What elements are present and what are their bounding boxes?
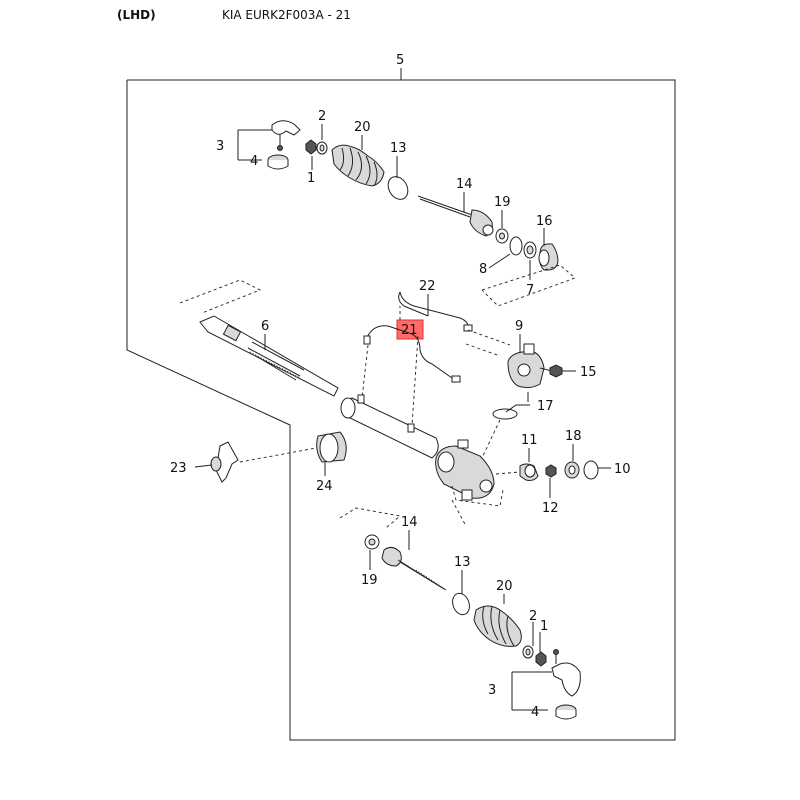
- variant-label: (LHD): [117, 8, 156, 22]
- callout-23: 23: [170, 461, 187, 476]
- lock-washer-lower[interactable]: [364, 534, 380, 550]
- callout-14-upper: 14: [456, 177, 473, 192]
- callout-24: 24: [316, 479, 333, 494]
- steering-rack-6[interactable]: [199, 315, 339, 397]
- bellows-boot-lower[interactable]: [473, 605, 522, 647]
- callout-16: 16: [536, 214, 553, 229]
- callout-22: 22: [419, 279, 436, 294]
- callout-1-lower: 1: [540, 619, 548, 634]
- tie-rod-end-lower[interactable]: [551, 649, 581, 697]
- callout-20-lower: 20: [496, 579, 513, 594]
- mounting-bushing-24[interactable]: [316, 431, 347, 463]
- washer-lower[interactable]: [522, 645, 534, 659]
- return-pipe-21[interactable]: [363, 325, 461, 383]
- inner-tie-rod-upper[interactable]: [417, 195, 494, 237]
- dust-cap-lower[interactable]: [555, 704, 577, 720]
- catalog-code: KIA EURK2F003A - 21: [222, 8, 351, 22]
- callout-3-upper: 3: [216, 139, 224, 154]
- callout-21: 21: [401, 323, 418, 338]
- bolt-15[interactable]: [549, 364, 563, 378]
- callout-20-upper: 20: [354, 120, 371, 135]
- callout-6: 6: [261, 319, 269, 334]
- yoke-plug-18[interactable]: [564, 461, 580, 479]
- seal-ring-10[interactable]: [583, 460, 599, 480]
- inner-tie-rod-lower[interactable]: [381, 546, 447, 591]
- callout-15: 15: [580, 365, 597, 380]
- callout-5: 5: [396, 53, 404, 68]
- control-valve-9[interactable]: [507, 343, 557, 402]
- callout-13-lower: 13: [454, 555, 471, 570]
- rack-housing-tube[interactable]: [340, 394, 439, 459]
- callout-10: 10: [614, 462, 631, 477]
- callout-11: 11: [521, 433, 538, 448]
- gear-housing[interactable]: [435, 439, 495, 501]
- callout-12: 12: [542, 501, 559, 516]
- callout-19-lower: 19: [361, 573, 378, 588]
- callout-19-upper: 19: [494, 195, 511, 210]
- nut-upper[interactable]: [305, 139, 317, 155]
- bellows-boot-upper[interactable]: [331, 144, 385, 187]
- callout-1-upper: 1: [307, 171, 315, 186]
- callout-9: 9: [515, 319, 523, 334]
- washer-7[interactable]: [523, 241, 537, 259]
- clamp-ring-lower[interactable]: [450, 591, 473, 617]
- lock-nut-12[interactable]: [545, 464, 557, 478]
- callout-7: 7: [526, 283, 534, 298]
- callout-8: 8: [479, 262, 487, 277]
- callout-14-lower: 14: [401, 515, 418, 530]
- assembly-frame: [126, 79, 676, 741]
- callout-13-upper: 13: [390, 141, 407, 156]
- callout-2-upper: 2: [318, 109, 326, 124]
- callout-4-upper: 4: [250, 154, 258, 169]
- callout-18: 18: [565, 429, 582, 444]
- dust-cap-upper[interactable]: [267, 154, 289, 170]
- mounting-bracket-23[interactable]: [210, 441, 239, 483]
- clamp-ring-upper[interactable]: [384, 173, 412, 203]
- o-ring-8[interactable]: [509, 236, 523, 256]
- lock-washer-upper[interactable]: [495, 228, 509, 244]
- pressure-pipe-22[interactable]: [398, 291, 473, 332]
- tie-rod-end-upper[interactable]: [271, 120, 301, 151]
- callout-3-lower: 3: [488, 683, 496, 698]
- support-yoke-11[interactable]: [519, 463, 539, 481]
- callout-2-lower: 2: [529, 609, 537, 624]
- washer-upper[interactable]: [316, 141, 328, 155]
- callout-4-lower: 4: [531, 705, 539, 720]
- o-ring-17[interactable]: [492, 408, 518, 420]
- rack-bushing-16[interactable]: [538, 243, 559, 271]
- nut-lower[interactable]: [535, 651, 547, 667]
- callout-17: 17: [537, 399, 554, 414]
